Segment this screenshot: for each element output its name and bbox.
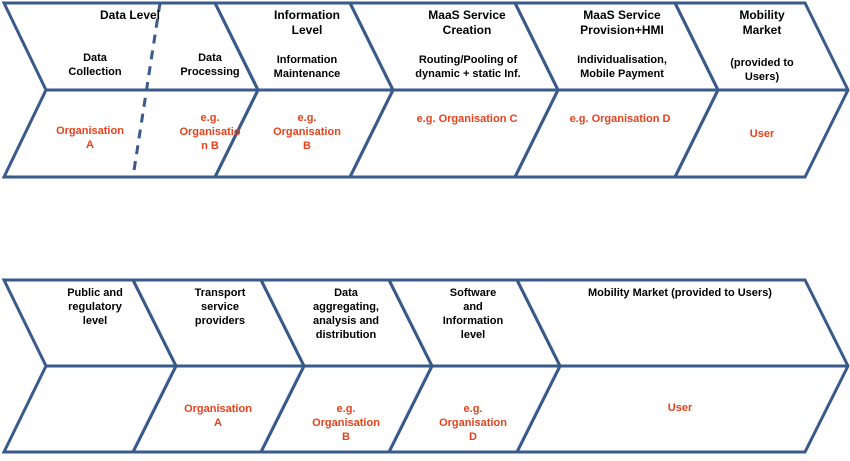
actor-organisation-d-bottom: e.g. Organisation D bbox=[439, 403, 507, 443]
label-software-information: Software and Information level bbox=[442, 287, 504, 341]
label-provided-to-users: (provided to Users) bbox=[730, 57, 794, 83]
actor-organisation-a-bottom: Organisation A bbox=[184, 403, 252, 429]
label-data-aggregating: Data aggregating, analysis and distribut… bbox=[312, 287, 380, 341]
label-public-regulatory: Public and regulatory level bbox=[67, 287, 123, 327]
label-routing-pooling: Routing/Pooling of dynamic + static Inf. bbox=[415, 54, 521, 80]
actor-user-top: User bbox=[749, 128, 775, 140]
actor-organisation-a-top: Organisation A bbox=[56, 125, 124, 151]
label-information-maintenance: Information Maintenance bbox=[273, 54, 341, 80]
label-data-processing: Data Processing bbox=[180, 52, 240, 78]
label-individualisation: Individualisation, Mobile Payment bbox=[577, 54, 667, 80]
label-maas-creation: MaaS Service Creation bbox=[428, 8, 506, 37]
label-data-collection: Data Collection bbox=[68, 52, 122, 78]
actor-organisation-c: e.g. Organisation C bbox=[416, 113, 518, 125]
label-maas-provision: MaaS Service Provision+HMI bbox=[580, 8, 664, 37]
actor-user-bottom: User bbox=[667, 402, 693, 414]
label-information-level: Information Level bbox=[274, 8, 340, 37]
actor-organisation-b-information: e.g. Organisation B bbox=[273, 112, 341, 152]
actor-organisation-d-top: e.g. Organisation D bbox=[569, 113, 671, 125]
label-data-level: Data Level bbox=[99, 8, 161, 22]
label-mobility-market-top: Mobility Market bbox=[739, 8, 785, 37]
label-mobility-market-bottom: Mobility Market (provided to Users) bbox=[588, 287, 772, 299]
data-level-dashed-split bbox=[131, 2, 162, 178]
label-transport-providers: Transport service providers bbox=[194, 287, 246, 327]
actor-organisation-b-processing: e.g. Organisatio n B bbox=[179, 112, 241, 152]
actor-organisation-b-bottom: e.g. Organisation B bbox=[312, 403, 380, 443]
